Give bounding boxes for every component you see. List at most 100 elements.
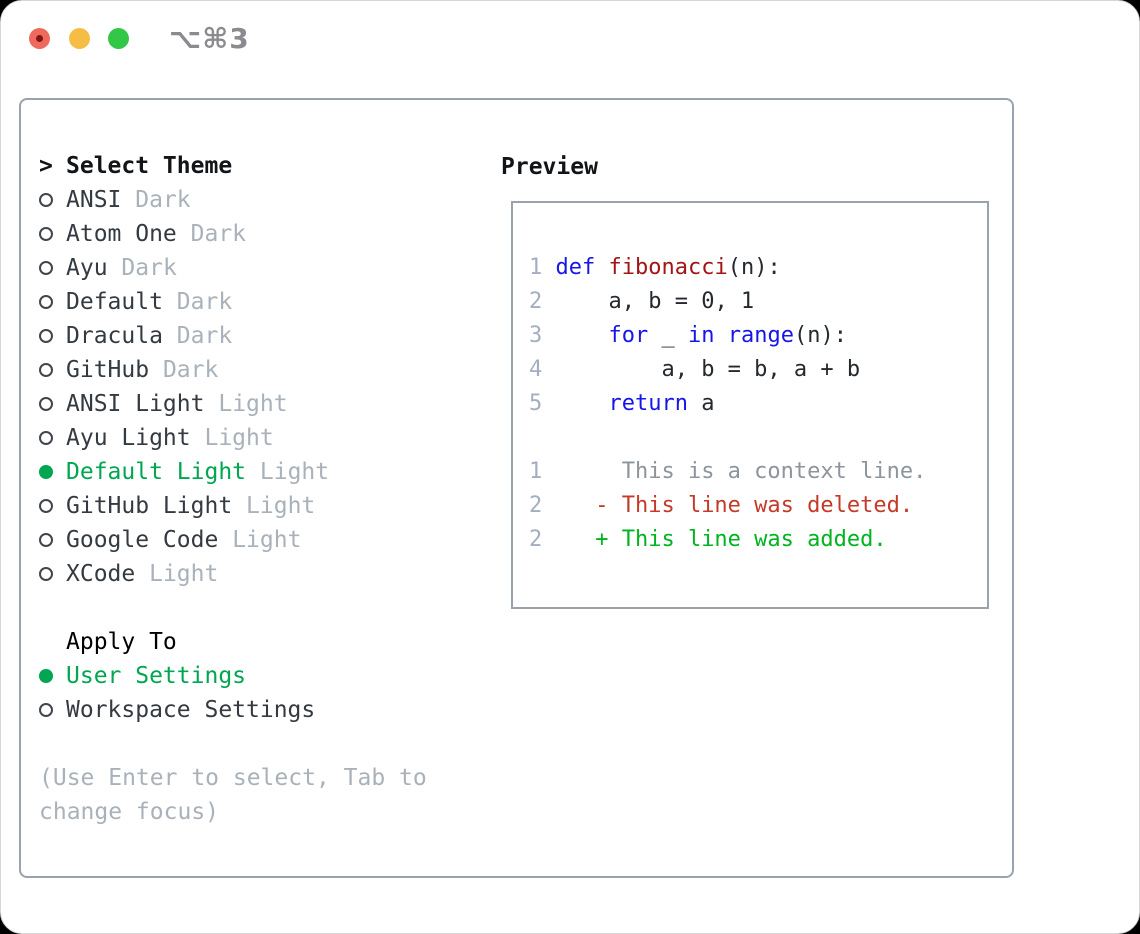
token-plain: _ <box>648 323 688 348</box>
radio-slot <box>39 703 66 717</box>
radio-slot <box>39 295 66 309</box>
close-dot-icon <box>36 35 43 42</box>
token-function: fibonacci <box>608 255 728 280</box>
radio-slot <box>39 363 66 377</box>
line-number: 2 <box>529 493 543 518</box>
theme-item-google-code[interactable]: Google Code Light <box>21 523 491 557</box>
token-keyword: return <box>608 391 688 416</box>
token-keyword: for <box>608 323 649 348</box>
theme-item-default-light[interactable]: Default Light Light <box>21 455 491 489</box>
variant-tag: Dark <box>176 289 233 315</box>
radio-slot <box>39 669 66 683</box>
token-plain: a <box>687 391 715 416</box>
apply-to-title: Apply To <box>66 629 177 655</box>
preview-title: Preview <box>501 154 598 180</box>
radio-icon <box>39 227 53 241</box>
radio-slot <box>39 227 66 241</box>
variant-tag: Light <box>259 459 330 485</box>
variant-tag: Light <box>232 527 302 553</box>
apply-option-workspace-settings[interactable]: Workspace Settings <box>21 693 491 727</box>
variant-tag: Dark <box>190 221 247 247</box>
radio-slot <box>39 533 66 547</box>
option-label: Workspace Settings <box>66 697 316 723</box>
line-number: 2 <box>529 527 543 552</box>
token-plain: a, b = 0, 1 <box>555 289 755 314</box>
apply-option-user-settings[interactable]: User Settings <box>21 659 491 693</box>
radio-selected-icon <box>39 669 53 683</box>
radio-icon <box>39 363 53 377</box>
radio-slot <box>39 431 66 445</box>
radio-selected-icon <box>39 465 53 479</box>
variant-tag: Dark <box>162 357 219 383</box>
radio-icon <box>39 329 53 343</box>
theme-item-github-light[interactable]: GitHub Light Light <box>21 489 491 523</box>
theme-item-atom-one[interactable]: Atom One Dark <box>21 217 491 251</box>
close-button[interactable] <box>29 28 50 49</box>
radio-icon <box>39 295 53 309</box>
theme-item-xcode[interactable]: XCode Light <box>21 557 491 591</box>
radio-icon <box>39 567 53 581</box>
variant-tag: Light <box>218 391 288 417</box>
code-line: 2 a, b = 0, 1 <box>529 285 987 319</box>
cursor-slot: > <box>39 153 66 179</box>
code-line: 4 a, b = b, a + b <box>529 353 987 387</box>
diff-text: This is a context line. <box>542 459 927 484</box>
theme-item-default[interactable]: Default Dark <box>21 285 491 319</box>
radio-slot <box>39 329 66 343</box>
option-label: User Settings <box>66 663 247 689</box>
minimize-button[interactable] <box>69 28 90 49</box>
theme-item-ayu-light[interactable]: Ayu Light Light <box>21 421 491 455</box>
window-shortcut-label: ⌥⌘3 <box>169 22 250 55</box>
diff-block: 1 This is a context line. 2 - This line w… <box>529 455 987 557</box>
theme-item-ansi[interactable]: ANSI Dark <box>21 183 491 217</box>
option-label: Atom One Dark <box>66 221 247 247</box>
radio-slot <box>39 193 66 207</box>
radio-slot <box>39 261 66 275</box>
option-label: ANSI Light Light <box>66 391 288 417</box>
radio-slot <box>39 567 66 581</box>
theme-item-ayu[interactable]: Ayu Dark <box>21 251 491 285</box>
spacer <box>21 591 491 625</box>
theme-item-ansi-light[interactable]: ANSI Light Light <box>21 387 491 421</box>
select-theme-header: > Select Theme <box>21 149 491 183</box>
line-number: 3 <box>529 323 543 348</box>
zoom-button[interactable] <box>108 28 129 49</box>
token-plain <box>556 323 609 348</box>
radio-icon <box>39 397 53 411</box>
apply-to-header: Apply To <box>21 625 491 659</box>
code-line: 1 def fibonacci(n): <box>529 251 987 285</box>
token-plain: a, b = b, a + b <box>555 357 861 382</box>
theme-item-github[interactable]: GitHub Dark <box>21 353 491 387</box>
variant-tag: Light <box>204 425 274 451</box>
line-number: 2 <box>529 289 543 314</box>
line-number: 1 <box>529 255 543 280</box>
code-line: 3 for _ in range(n): <box>529 319 987 353</box>
token-keyword: in <box>687 323 715 348</box>
diff-text: - This line was deleted. <box>542 493 914 518</box>
line-number: 1 <box>529 459 543 484</box>
radio-icon <box>39 261 53 275</box>
help-text: (Use Enter to select, Tab to change focu… <box>39 765 427 825</box>
radio-icon <box>39 703 53 717</box>
line-number: 5 <box>529 391 543 416</box>
variant-tag: Dark <box>135 187 191 213</box>
token-keyword: range <box>727 323 794 348</box>
token-plain: (n): <box>793 323 847 348</box>
token-plain: (n): <box>727 255 781 280</box>
option-label: Dracula Dark <box>66 323 233 349</box>
radio-slot <box>39 465 66 479</box>
radio-slot <box>39 397 66 411</box>
option-label: GitHub Light Light <box>66 493 316 519</box>
variant-tag: Light <box>149 561 219 587</box>
theme-item-dracula[interactable]: Dracula Dark <box>21 319 491 353</box>
option-label: Default Dark <box>66 289 233 315</box>
option-label: XCode Light <box>66 561 219 587</box>
radio-icon <box>39 193 53 207</box>
blank-line <box>529 421 987 455</box>
token-keyword: def <box>555 255 596 280</box>
diff-line-deleted: 2 - This line was deleted. <box>529 489 987 523</box>
